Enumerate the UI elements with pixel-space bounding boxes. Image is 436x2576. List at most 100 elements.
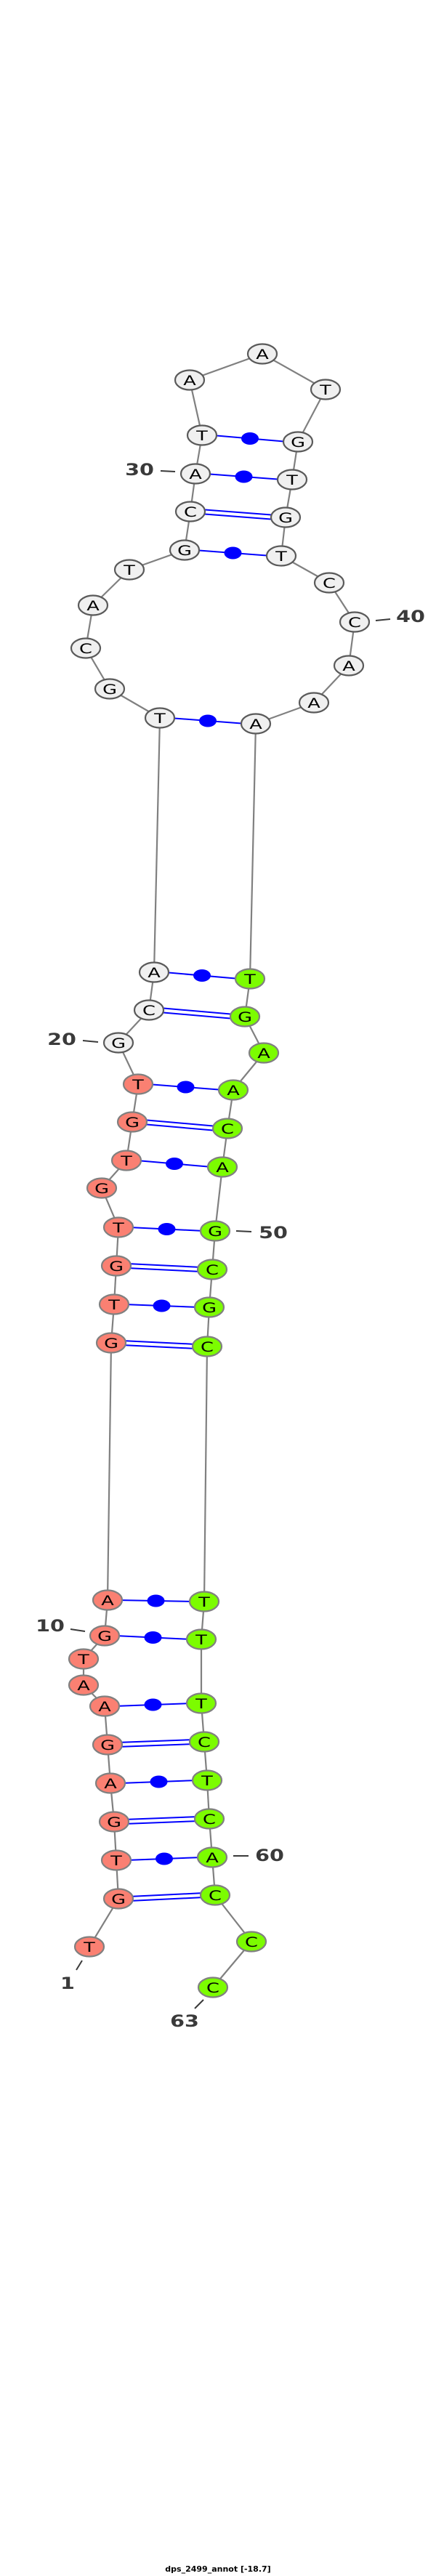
- position-label-20: 20: [47, 1030, 76, 1049]
- nucleotide-letter: C: [348, 615, 361, 631]
- nucleotide-letter: C: [79, 641, 92, 657]
- nucleotide-letter: G: [202, 1300, 217, 1316]
- nucleotide-circle: [276, 469, 308, 490]
- nucleotide-letter: T: [275, 549, 287, 565]
- nucleotide-11: A: [92, 1589, 124, 1611]
- position-label-40: 40: [396, 607, 425, 626]
- backbone-link: [153, 717, 161, 973]
- nucleotide-circle: [310, 379, 342, 400]
- nucleotide-circle: [313, 572, 345, 594]
- nucleotide-letter: C: [198, 1735, 211, 1751]
- nucleotide-letter: G: [104, 1336, 118, 1352]
- nucleotide-circle: [188, 1731, 220, 1753]
- nucleotide-letter: G: [109, 1259, 124, 1275]
- nucleotide-letter: A: [216, 1160, 229, 1176]
- nucleotide-circle: [68, 1674, 100, 1696]
- nucleotide-circle: [179, 463, 211, 485]
- nucleotide-circle: [282, 431, 314, 453]
- nucleotide-12: G: [95, 1332, 127, 1354]
- position-tick: [70, 1628, 86, 1632]
- nucleotide-circle: [95, 1332, 127, 1354]
- nucleotide-circle: [193, 1808, 225, 1830]
- gc-pair-line: [204, 513, 271, 520]
- nucleotide-circle: [199, 1220, 231, 1242]
- gc-pair-line: [126, 1340, 193, 1345]
- pair-dot: [156, 1852, 173, 1865]
- nucleotide-letter: G: [100, 1737, 115, 1753]
- nucleotide-letter: T: [286, 472, 298, 488]
- nucleotide-letter: T: [153, 711, 166, 727]
- pair-dot: [224, 546, 242, 560]
- nucleotide-20: G: [102, 1032, 134, 1054]
- nucleotide-27: T: [113, 559, 145, 581]
- nucleotide-13: T: [98, 1293, 130, 1315]
- nucleotide-31: T: [186, 424, 218, 446]
- nucleotide-letter: G: [97, 1628, 112, 1644]
- nucleotide-circle: [94, 1772, 126, 1794]
- nucleotide-32: A: [174, 369, 206, 391]
- position-label-50: 50: [259, 1224, 288, 1243]
- gc-pair-line: [133, 1897, 201, 1902]
- nucleotide-letter: A: [104, 1776, 117, 1792]
- nucleotide-28: G: [169, 539, 201, 561]
- nucleotide-letter: C: [201, 1339, 214, 1355]
- nucleotide-62: C: [235, 1931, 267, 1953]
- nucleotide-42: A: [298, 692, 330, 714]
- nucleotide-55: T: [185, 1628, 217, 1650]
- nucleotide-circle: [73, 1936, 105, 1958]
- gc-pair-line: [205, 509, 272, 516]
- nucleotide-21: C: [133, 999, 165, 1021]
- nucleotide-letter: C: [245, 1934, 258, 1950]
- pair-dot: [144, 1631, 162, 1644]
- pair-dot: [150, 1775, 168, 1788]
- nucleotide-circle: [298, 692, 330, 714]
- nucleotide-circle: [235, 1931, 267, 1953]
- nucleotide-letter: T: [120, 1153, 132, 1169]
- nucleotide-43: A: [240, 713, 272, 735]
- nucleotide-letter: A: [101, 1593, 114, 1609]
- nucleotide-10: G: [89, 1625, 121, 1647]
- pair-dot: [166, 1158, 183, 1170]
- backbone-link: [214, 1166, 224, 1232]
- nucleotide-circle: [169, 539, 201, 561]
- nucleotide-circle: [94, 678, 126, 700]
- nucleotide-letter: T: [195, 1632, 207, 1648]
- nucleotide-letter: C: [203, 1812, 216, 1828]
- nucleotide-59: C: [193, 1808, 225, 1830]
- nucleotide-53: C: [191, 1336, 223, 1357]
- position-tick: [235, 1230, 252, 1232]
- nucleotide-circle: [191, 1336, 223, 1357]
- nucleotide-38: T: [265, 545, 297, 567]
- backbone-link: [249, 723, 257, 980]
- nucleotide-52: G: [193, 1296, 225, 1318]
- nucleotide-letter: A: [189, 467, 202, 483]
- nucleotide-48: C: [211, 1118, 243, 1139]
- nucleotide-circle: [116, 1111, 148, 1133]
- pair-dot: [177, 1081, 195, 1094]
- nucleotide-circle: [265, 545, 297, 567]
- nucleotide-14: G: [100, 1255, 132, 1277]
- nucleotide-letter: C: [206, 1262, 219, 1278]
- position-tick: [160, 470, 176, 472]
- nucleotide-letter: A: [256, 347, 269, 363]
- nucleotide-letter: T: [112, 1220, 124, 1236]
- nucleotide-circle: [138, 961, 170, 983]
- gc-pair-line: [121, 1739, 190, 1743]
- nucleotide-letter: G: [177, 543, 192, 559]
- nucleotide-15: T: [102, 1216, 134, 1238]
- nucleotide-letter: T: [132, 1077, 144, 1093]
- nucleotide-60: A: [196, 1846, 228, 1868]
- nucleotide-circle: [92, 1734, 124, 1756]
- pair-dot: [144, 1698, 162, 1711]
- position-tick: [375, 618, 391, 621]
- nucleotide-circle: [98, 1293, 130, 1315]
- gc-pair-line: [125, 1344, 193, 1349]
- nucleotide-26: A: [77, 594, 109, 616]
- nucleotide-circle: [144, 707, 176, 729]
- nucleotide-circle: [174, 501, 206, 522]
- nucleotide-circle: [110, 1150, 142, 1171]
- nucleotide-circle: [89, 1625, 121, 1647]
- nucleotide-5: A: [94, 1772, 126, 1794]
- nucleotide-letter: A: [249, 716, 262, 732]
